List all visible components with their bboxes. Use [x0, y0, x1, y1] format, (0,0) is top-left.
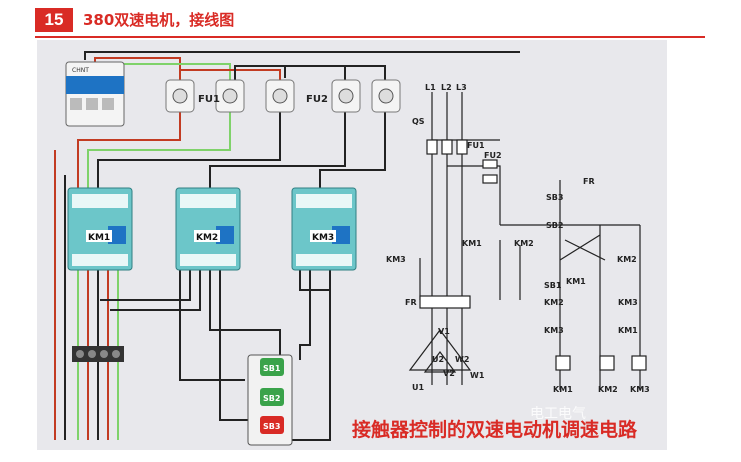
km3-label: KM3	[312, 233, 334, 243]
coil-km3-label: KM3	[630, 385, 650, 394]
schematic-labels: L1 L2 L3 QS FU1 FU2 FR SB3 SB2 KM1 KM2 K…	[386, 83, 650, 394]
terminal-block	[72, 346, 124, 362]
header: 15 380双速电机，接线图	[35, 6, 705, 36]
km3-aux-label: KM3	[618, 298, 638, 307]
km3-aux2-label: KM3	[544, 326, 564, 335]
contactor-km2: KM2	[175, 187, 241, 271]
contactors: KM1 KM2 KM3	[67, 187, 357, 271]
fr-contact-label: FR	[583, 177, 595, 186]
wires	[54, 51, 520, 441]
phase-l2: L2	[441, 83, 452, 92]
contactor-km1: KM1	[67, 187, 133, 271]
sb2-button-label: SB2	[263, 394, 280, 403]
fu1-label: FU1	[198, 94, 220, 105]
sb3-button-label: SB3	[263, 422, 280, 431]
fu2-label: FU2	[306, 94, 328, 105]
section-number-badge: 15	[35, 8, 73, 32]
km2-contact-label: KM2	[514, 239, 534, 248]
phase-l3: L3	[456, 83, 467, 92]
header-divider	[35, 36, 705, 38]
schem-fu2-label: FU2	[484, 151, 502, 160]
circuit-breaker: CHNT	[65, 61, 125, 127]
fuse-holder	[265, 79, 295, 113]
sb1-label: SB1	[544, 281, 562, 290]
terminal-w1: W1	[470, 371, 485, 380]
sb1-button-label: SB1	[263, 364, 281, 373]
fuse-holder	[371, 79, 401, 113]
watermark: 电工电气	[530, 406, 586, 422]
fuse-holder	[215, 79, 245, 113]
svg-text:CHNT: CHNT	[72, 67, 89, 74]
coil-km2-label: KM2	[598, 385, 618, 394]
terminal-u2: U2	[432, 355, 444, 364]
terminal-v2: V2	[443, 369, 455, 378]
km1-aux2-label: KM1	[618, 326, 638, 335]
terminal-u1: U1	[412, 383, 424, 392]
fuse-holder	[165, 79, 195, 113]
sb3-label: SB3	[546, 193, 563, 202]
schem-fu1-label: FU1	[467, 141, 485, 150]
km2-aux2-label: KM2	[544, 298, 564, 307]
diagram-caption: 接触器控制的双速电动机调速电路	[352, 418, 638, 441]
page-title: 380双速电机，接线图	[83, 11, 235, 29]
fuse-holders: FU1 FU2	[165, 79, 401, 113]
fuse-holder	[331, 79, 361, 113]
km2-label: KM2	[196, 233, 218, 243]
km1-label: KM1	[88, 233, 110, 243]
coil-km1-label: KM1	[553, 385, 573, 394]
fr-label: FR	[405, 298, 417, 307]
push-button-box: SB1 SB2 SB3	[247, 354, 293, 446]
terminal-w2: W2	[455, 355, 469, 364]
terminal-v1: V1	[438, 327, 450, 336]
qs-label: QS	[412, 117, 425, 126]
schematic	[408, 92, 647, 390]
contactor-km3: KM3	[291, 187, 357, 271]
km3-contact-label: KM3	[386, 255, 406, 264]
km2-aux-label: KM2	[617, 255, 637, 264]
phase-l1: L1	[425, 83, 436, 92]
km1-aux-label: KM1	[566, 277, 586, 286]
km1-contact-label: KM1	[462, 239, 482, 248]
sb2-label: SB2	[546, 221, 563, 230]
